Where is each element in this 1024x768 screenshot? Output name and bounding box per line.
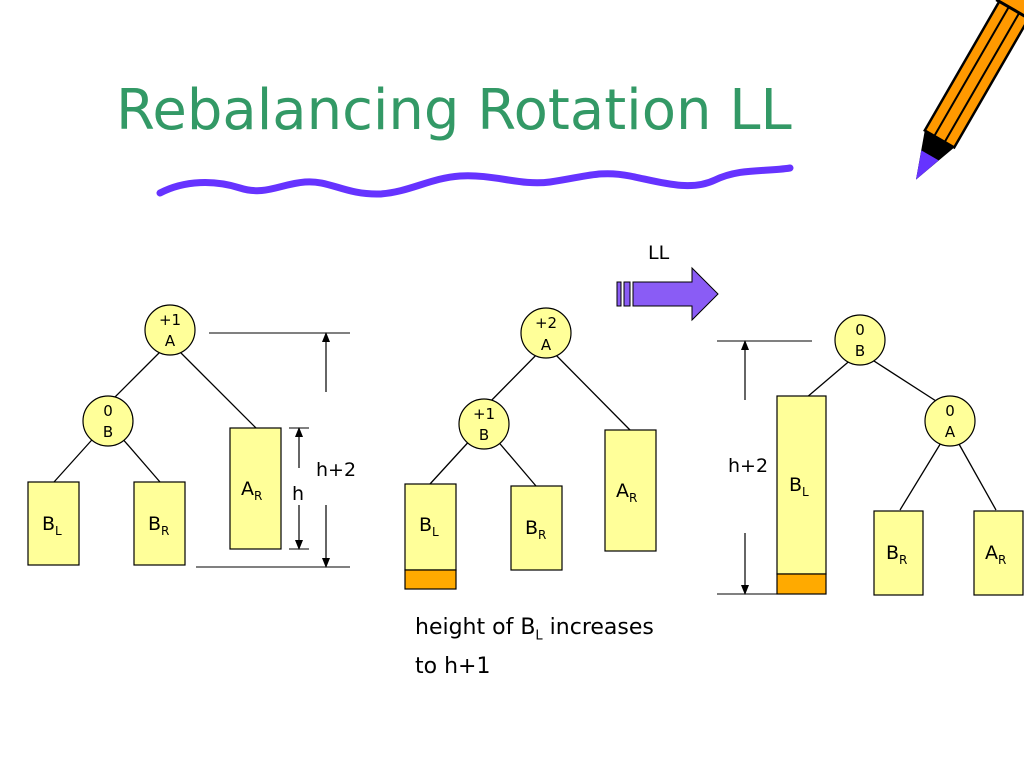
tree1-height-outer-label: h+2 <box>316 459 356 481</box>
tree3-subtree-br <box>873 510 924 596</box>
tree1-root-name: A <box>165 332 176 350</box>
right-arrow-icon <box>632 266 719 322</box>
caption-text: height of BL increases to h+1 <box>415 612 654 682</box>
tree1-root-node <box>144 304 196 356</box>
tree1-child-balance: 0 <box>103 402 113 420</box>
tree2-subtree-bl-label: BL <box>419 514 439 539</box>
tree3-subtree-ar-label: AR <box>985 542 1006 567</box>
tree1-subtree-br <box>133 481 186 566</box>
tree2-subtree-br <box>510 485 563 571</box>
tree2-subtree-br-label: BR <box>525 517 546 542</box>
edge <box>545 344 631 431</box>
tree2-root-balance: +2 <box>535 314 557 332</box>
caption-line1-pre: height of B <box>415 615 536 640</box>
tree1-subtree-bl-label: BL <box>42 513 62 538</box>
tree1-subtree-ar-label: AR <box>241 478 262 503</box>
tree1-subtree-ar <box>229 427 282 550</box>
pencil-icon <box>916 0 1024 180</box>
tree-3: 0 B 0 A BL BR AR h+2 <box>717 314 1024 596</box>
tree2-child-node <box>458 398 510 450</box>
tree3-height-label: h+2 <box>728 455 768 477</box>
tree2-bl-increase <box>404 569 457 590</box>
tree-2: +2 A +1 B BL BR AR <box>404 307 657 590</box>
tree2-subtree-ar <box>604 429 657 552</box>
title-underline-squiggle <box>156 164 794 198</box>
tree3-subtree-ar <box>973 510 1024 596</box>
ll-rotation-arrow: LL <box>616 242 719 322</box>
ll-arrow-label: LL <box>648 242 670 264</box>
tree3-subtree-bl <box>776 395 827 575</box>
tree3-root-node <box>834 314 886 366</box>
tree1-root-balance: +1 <box>159 311 181 329</box>
tree3-child-node <box>924 395 976 447</box>
caption-line1-sub: L <box>535 628 543 644</box>
tree1-subtree-br-label: BR <box>148 513 169 538</box>
caption-line2: to h+1 <box>415 654 491 680</box>
tree3-child-name: A <box>945 423 956 441</box>
tree1-child-node <box>82 395 134 447</box>
edge <box>169 341 257 429</box>
tree1-height-inner-label: h <box>292 483 304 505</box>
slide-title: Rebalancing Rotation LL <box>116 78 792 143</box>
tree3-child-balance: 0 <box>945 402 955 420</box>
caption-line1-post: increases <box>542 615 654 640</box>
tree3-root-name: B <box>855 342 865 360</box>
tree2-child-name: B <box>479 426 489 444</box>
tree2-root-node <box>520 307 572 359</box>
tree-1: +1 A 0 B BL BR AR h+2 h <box>27 304 356 568</box>
arrow-stripe <box>616 281 622 307</box>
tree3-subtree-bl-label: BL <box>789 474 809 499</box>
tree2-root-name: A <box>541 336 552 354</box>
tree2-child-balance: +1 <box>473 405 495 423</box>
tree3-root-balance: 0 <box>855 321 865 339</box>
tree3-bl-increase <box>776 573 827 595</box>
arrow-stripe <box>623 281 631 307</box>
tree1-subtree-bl <box>27 481 80 566</box>
tree2-subtree-ar-label: AR <box>616 480 637 505</box>
tree3-subtree-br-label: BR <box>886 542 907 567</box>
tree2-subtree-bl <box>404 483 457 571</box>
tree1-child-name: B <box>103 423 113 441</box>
